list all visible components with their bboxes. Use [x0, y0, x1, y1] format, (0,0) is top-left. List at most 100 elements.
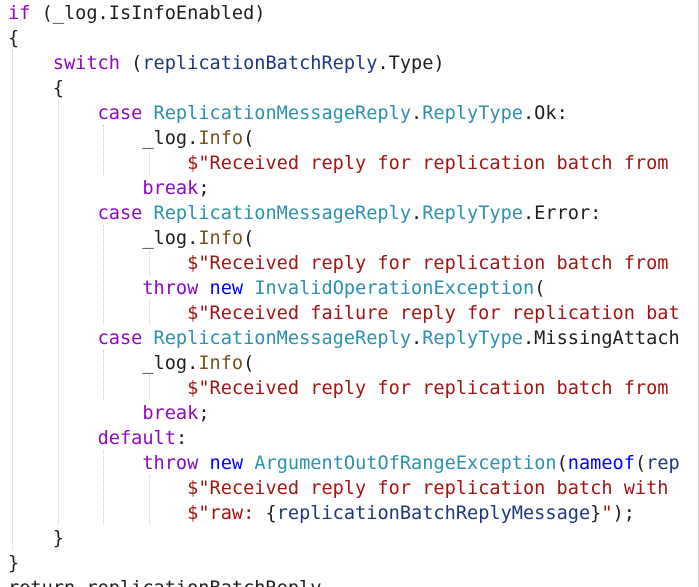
code-token: $"raw:	[187, 503, 266, 524]
code-token: Info	[198, 128, 244, 149]
code-token	[8, 453, 142, 474]
code-line[interactable]: break;	[8, 401, 210, 426]
code-token	[8, 203, 98, 224]
code-token: Info	[198, 228, 244, 249]
code-token	[8, 278, 142, 299]
code-token: ReplicationMessageReply	[153, 203, 412, 224]
code-token	[142, 328, 153, 349]
code-line[interactable]: {	[8, 26, 19, 51]
code-token: new	[209, 278, 244, 299]
code-token	[8, 478, 187, 499]
code-token: replicationBatchReplyMessage	[276, 503, 591, 524]
code-token: break	[142, 403, 199, 424]
code-line[interactable]: return replicationBatchReply	[8, 576, 321, 587]
code-token: .Error:	[522, 203, 602, 224]
code-token	[8, 53, 53, 74]
code-line[interactable]: break;	[8, 176, 210, 201]
code-token: }	[8, 553, 20, 574]
code-token	[198, 453, 209, 474]
indent-guide-case	[103, 350, 104, 400]
code-token	[8, 328, 98, 349]
code-token: $"Received reply for replication batch w…	[187, 478, 669, 499]
code-token: ;	[198, 403, 210, 424]
indent-guide-outer	[12, 50, 13, 550]
code-token: );	[612, 503, 635, 524]
code-line[interactable]: default:	[8, 426, 188, 451]
code-line[interactable]: }	[8, 551, 19, 576]
code-line[interactable]: _log.Info(	[8, 126, 254, 151]
code-token	[8, 103, 98, 124]
code-line[interactable]: _log.Info(	[8, 226, 254, 251]
code-line[interactable]: case ReplicationMessageReply.ReplyType.O…	[8, 101, 568, 126]
code-token	[8, 378, 187, 399]
code-line[interactable]: switch (replicationBatchReply.Type)	[8, 51, 445, 76]
code-token: ;	[198, 178, 210, 199]
code-token: (	[243, 128, 255, 149]
code-token: InvalidOperationException	[254, 278, 535, 299]
code-token: return replicationBatchReply	[8, 578, 321, 587]
code-token: _log.	[8, 128, 199, 149]
code-token: if	[8, 3, 31, 24]
code-token: ReplyType	[422, 203, 523, 224]
code-token: ReplicationMessageReply	[153, 103, 412, 124]
code-line[interactable]: throw new ArgumentOutOfRangeException(na…	[8, 451, 680, 476]
code-token	[142, 203, 153, 224]
indent-guide-switch	[58, 100, 59, 525]
code-token: (	[634, 453, 647, 474]
code-line[interactable]: $"raw: {replicationBatchReplyMessage}");	[8, 501, 635, 526]
code-token: _log.	[8, 353, 199, 374]
code-token: ReplicationMessageReply	[153, 328, 412, 349]
code-line[interactable]: _log.Info(	[8, 351, 254, 376]
code-token: default	[97, 428, 176, 449]
code-token: (	[119, 53, 143, 74]
code-token: {	[8, 28, 20, 49]
code-token: throw	[142, 453, 199, 474]
code-line[interactable]: }	[8, 526, 64, 551]
code-token	[8, 403, 142, 424]
code-token: ReplyType	[422, 103, 523, 124]
code-line[interactable]: $"Received reply for replication batch f…	[8, 376, 668, 401]
code-token: .	[411, 103, 423, 124]
indent-guide-call	[149, 375, 150, 400]
code-token: rep	[646, 453, 680, 474]
code-token: ReplyType	[422, 328, 523, 349]
code-line[interactable]: {	[8, 76, 64, 101]
code-token: throw	[142, 278, 199, 299]
code-token: .	[411, 203, 423, 224]
code-token: break	[142, 178, 199, 199]
code-token	[243, 278, 254, 299]
code-token: case	[97, 103, 143, 124]
code-line[interactable]: $"Received reply for replication batch f…	[8, 151, 668, 176]
code-token: $"Received reply for replication batch f…	[187, 153, 669, 174]
code-token: (	[556, 453, 568, 474]
code-token	[142, 103, 153, 124]
code-token: $"Received reply for replication batch f…	[187, 378, 669, 399]
code-line[interactable]: $"Received failure reply for replication…	[8, 301, 680, 326]
code-token: .Type)	[377, 53, 445, 74]
indent-guide-call	[149, 475, 150, 525]
code-token	[8, 503, 187, 524]
code-line[interactable]: case ReplicationMessageReply.ReplyType.E…	[8, 201, 602, 226]
code-token: ArgumentOutOfRangeException	[254, 453, 557, 474]
indent-guide-case	[103, 450, 104, 525]
code-token: (_log.IsInfoEnabled)	[30, 3, 266, 24]
indent-guide-case	[103, 125, 104, 175]
code-token: switch	[52, 53, 120, 74]
code-line[interactable]: throw new InvalidOperationException(	[8, 276, 545, 301]
code-token: "	[601, 503, 613, 524]
code-token	[8, 178, 142, 199]
code-token: }	[8, 528, 64, 549]
code-line[interactable]: if (_log.IsInfoEnabled)	[8, 1, 265, 26]
code-token: {	[8, 78, 64, 99]
code-line[interactable]: $"Received reply for replication batch f…	[8, 251, 668, 276]
indent-guide-call	[149, 150, 150, 175]
code-token: .	[411, 328, 423, 349]
code-token: case	[97, 203, 143, 224]
code-line[interactable]: case ReplicationMessageReply.ReplyType.M…	[8, 326, 680, 351]
code-token	[8, 153, 187, 174]
code-token	[8, 253, 187, 274]
code-token: :	[175, 428, 188, 449]
code-line[interactable]: $"Received reply for replication batch w…	[8, 476, 668, 501]
code-token: }	[590, 503, 602, 524]
